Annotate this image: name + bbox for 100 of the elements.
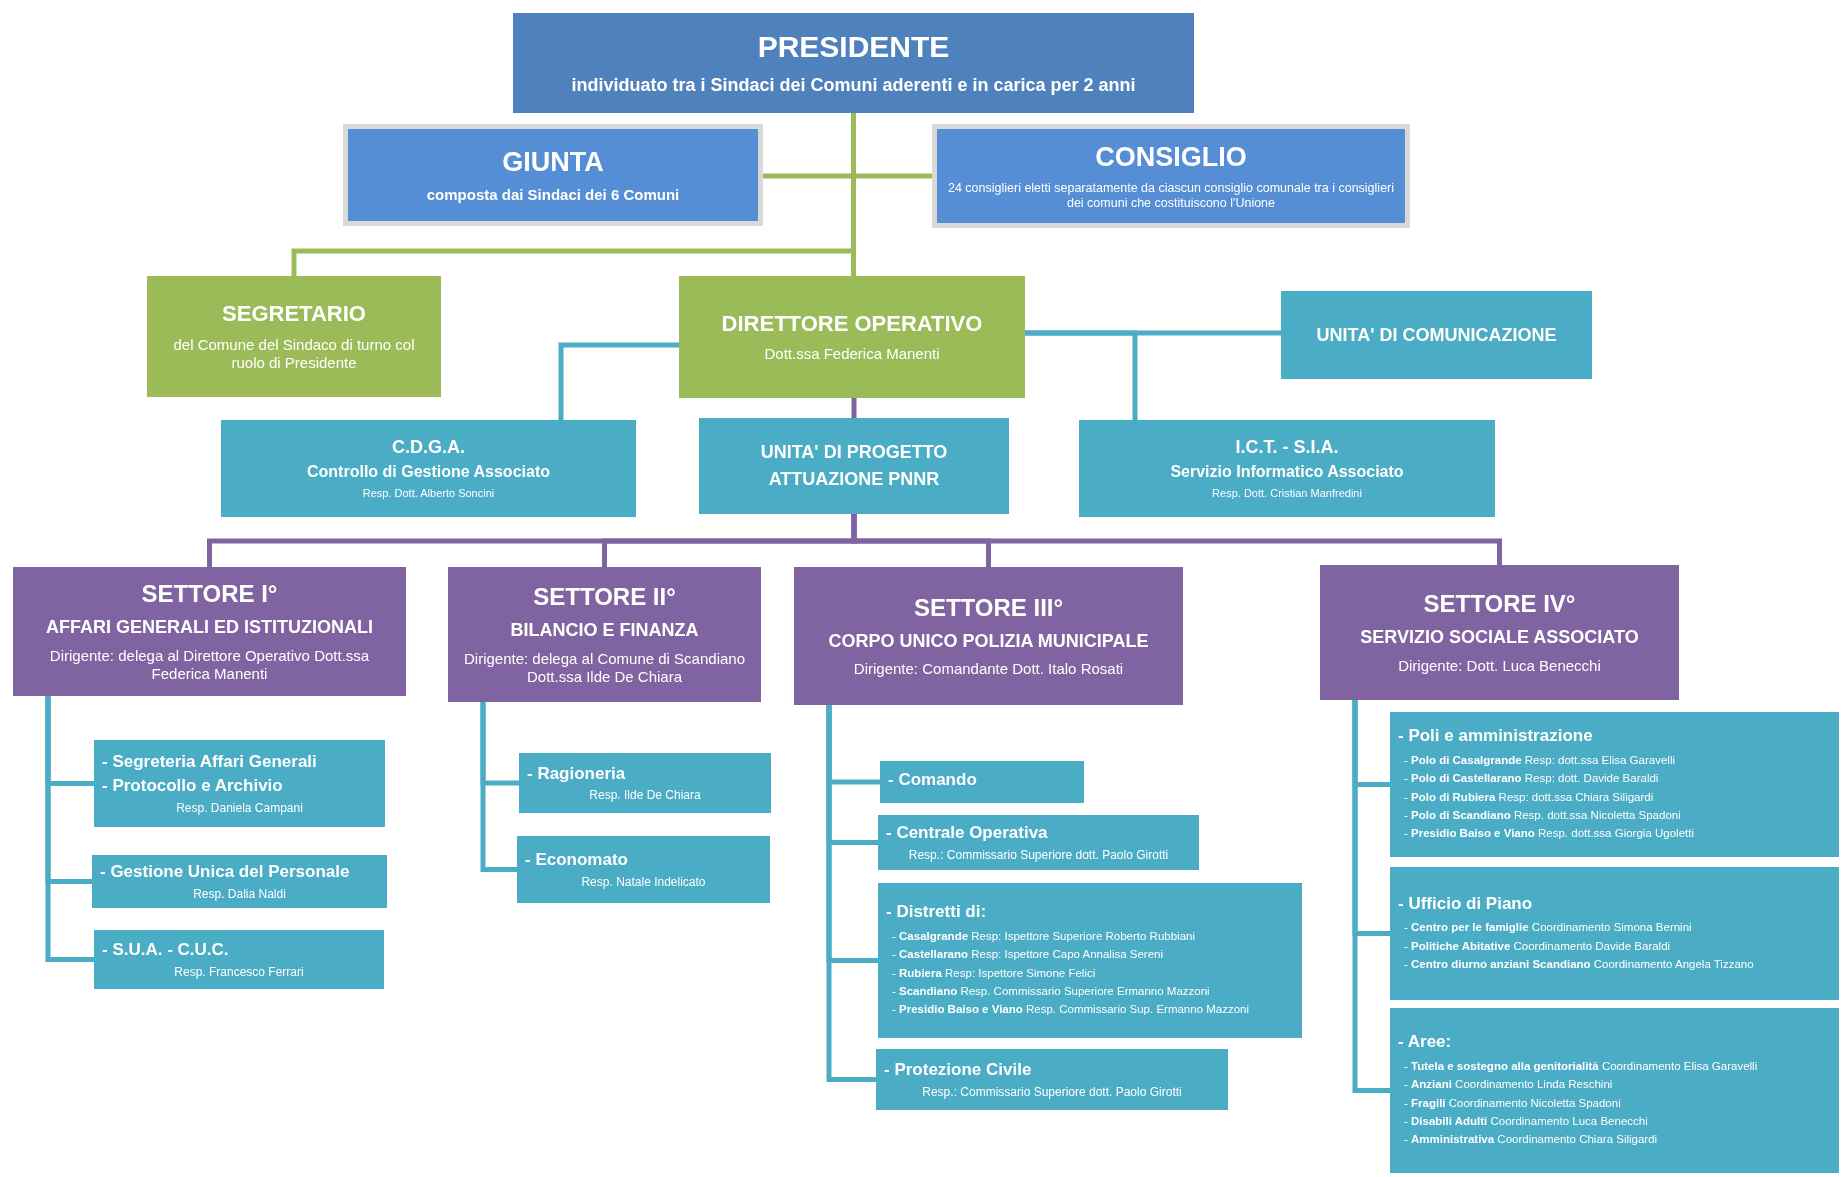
box-title: SETTORE I° — [140, 580, 279, 610]
responsible-text: Resp.: Commissario Superiore dott. Paolo Girotti — [921, 1084, 1183, 1099]
list-heading: - Centrale Operativa — [886, 823, 1049, 844]
box-text: individuato tra i Sindaci dei Comuni aderenti e in carica per 2 anni — [570, 75, 1137, 97]
connector-line — [1352, 700, 1390, 1093]
responsible-text: Resp. Francesco Ferrari — [173, 964, 305, 979]
list-item: - Centro per le famiglie Coordinamento Simona Bernini — [1403, 920, 1693, 936]
org-box — [448, 567, 761, 702]
list-heading: - Protocollo e Archivio — [102, 776, 284, 797]
org-box — [932, 124, 1410, 228]
org-box — [1390, 1008, 1839, 1173]
connector-line — [826, 705, 876, 1082]
box-title: SEGRETARIO — [221, 301, 367, 328]
org-box — [880, 761, 1084, 803]
list-item: - Fragili Coordinamento Nicoletta Spadoni — [1403, 1095, 1622, 1111]
org-box — [1390, 712, 1839, 857]
list-item: - Castellarano Resp: Ispettore Capo Annalisa Sereni — [891, 947, 1165, 963]
list-heading: - Comando — [888, 769, 978, 791]
box-text: Dirigente: Comandante Dott. Italo Rosati — [852, 660, 1125, 679]
list-item: - Polo di Scandiano Resp. dott.ssa Nicoletta Spadoni — [1403, 807, 1682, 823]
org-box — [1079, 420, 1495, 517]
responsible-text: Resp. Daniela Campani — [175, 800, 304, 816]
box-title: I.C.T. - S.I.A. — [1234, 436, 1340, 459]
box-title: GIUNTA — [501, 145, 605, 179]
list-item: - Casalgrande Resp: Ispettore Superiore Roberto Rubbiani — [891, 928, 1196, 944]
connector-line — [851, 398, 857, 418]
connector-line — [45, 696, 94, 962]
responsible-text: Resp. Natale Indelicato — [580, 874, 707, 889]
box-text: Controllo di Gestione Associato — [306, 462, 551, 482]
box-text: Dirigente: delega al Comune di Scandiano Dott.ssa Ilde De Chiara — [463, 649, 746, 686]
box-text: CORPO UNICO POLIZIA MUNICIPALE — [827, 630, 1150, 653]
list-item: - Polo di Casalgrande Resp: dott.ssa Elisa Garavelli — [1403, 752, 1676, 768]
list-heading: - Aree: — [1398, 1032, 1453, 1053]
box-text: 24 consiglieri eletti separatamente da ciascun consiglio comunale tra i consiglieri dei comuni che costituiscono l'Unione — [946, 181, 1396, 212]
box-text: Servizio Informatico Associato — [1169, 462, 1405, 482]
org-box — [517, 836, 770, 903]
connector-line — [1025, 330, 1138, 420]
list-item: - Anziani Coordinamento Linda Reschini — [1403, 1077, 1614, 1093]
box-text: Resp. Dott. Alberto Soncini — [361, 487, 496, 501]
org-box — [13, 567, 406, 696]
responsible-text: Resp. Dalia Naldi — [192, 886, 287, 901]
org-box — [699, 418, 1009, 514]
list-heading: - Gestione Unica del Personale — [100, 862, 351, 883]
org-box — [147, 276, 441, 397]
list-item: - Amministrativa Coordinamento Chiara Siligardi — [1403, 1132, 1659, 1148]
list-heading: - S.U.A. - C.U.C. — [102, 940, 230, 961]
org-box — [1390, 867, 1839, 1000]
list-item: - Polo di Castellarano Resp: dott. Davide Baraldi — [1403, 771, 1660, 787]
list-heading: - Protezione Civile — [884, 1060, 1033, 1081]
org-box — [1281, 291, 1592, 379]
box-title: DIRETTORE OPERATIVO — [720, 310, 984, 338]
box-text: Dott.ssa Federica Manenti — [763, 345, 941, 364]
box-text: Resp. Dott. Cristian Manfredini — [1211, 487, 1363, 501]
org-box — [1320, 565, 1679, 700]
box-text: BILANCIO E FINANZA — [509, 620, 700, 642]
box-title: SETTORE III° — [912, 593, 1065, 623]
box-title: CONSIGLIO — [1094, 140, 1248, 174]
box-text: del Comune del Sindaco di turno col ruolo di Presidente — [172, 335, 416, 372]
box-title: PRESIDENTE — [756, 29, 951, 66]
org-box — [513, 13, 1194, 113]
org-box — [876, 1049, 1228, 1110]
org-box — [878, 883, 1302, 1038]
list-item: - Politiche Abitative Coordinamento Davide Baraldi — [1403, 938, 1672, 954]
org-box — [679, 276, 1025, 398]
box-text: AFFARI GENERALI ED ISTITUZIONALI — [45, 617, 374, 639]
box-title: SETTORE II° — [532, 583, 677, 613]
connector-line — [558, 342, 679, 420]
org-box — [343, 124, 763, 226]
list-heading: - Ragioneria — [527, 763, 627, 784]
box-text: SERVIZIO SOCIALE ASSOCIATO — [1359, 627, 1640, 649]
org-box — [878, 815, 1199, 870]
box-text: Dirigente: Dott. Luca Benecchi — [1397, 656, 1602, 675]
org-box — [94, 930, 384, 989]
list-heading: - Poli e amministrazione — [1398, 726, 1594, 747]
responsible-text: Resp.: Commissario Superiore dott. Paolo Girotti — [907, 847, 1170, 862]
connector-line — [480, 702, 517, 872]
connector-line — [851, 514, 1502, 565]
box-title: C.D.G.A. — [391, 436, 466, 459]
box-text: composta dai Sindaci dei 6 Comuni — [425, 186, 681, 205]
org-box — [92, 855, 387, 908]
org-box — [794, 567, 1183, 705]
list-item: - Disabili Adulti Coordinamento Luca Benecchi — [1403, 1113, 1649, 1129]
list-item: - Presidio Baiso e Viano Resp. dott.ssa Giorgia Ugoletti — [1403, 826, 1695, 842]
box-title: SETTORE IV° — [1422, 590, 1577, 620]
list-item: - Scandiano Resp. Commissario Superiore Ermanno Mazzoni — [891, 983, 1211, 999]
list-item: - Tutela e sostegno alla genitorialità Coordinamento Elisa Garavelli — [1403, 1058, 1759, 1074]
box-title: UNITA' DI PROGETTO ATTUAZIONE PNNR — [759, 441, 949, 491]
list-item: - Rubiera Resp: Ispettore Simone Felici — [891, 965, 1097, 981]
list-item: - Centro diurno anziani Scandiano Coordinamento Angela Tizzano — [1403, 956, 1755, 972]
org-box — [221, 420, 636, 517]
list-item: - Presidio Baiso e Viano Resp. Commissario Sup. Ermanno Mazzoni — [891, 1002, 1251, 1018]
list-heading: - Economato — [525, 850, 629, 871]
box-text: Dirigente: delega al Direttore Operativo Dott.ssa Federica Manenti — [48, 646, 371, 683]
list-heading: - Segreteria Affari Generali — [102, 751, 318, 773]
box-title: UNITA' DI COMUNICAZIONE — [1315, 323, 1558, 347]
list-heading: - Ufficio di Piano — [1398, 893, 1534, 915]
list-heading: - Distretti di: — [886, 902, 988, 923]
org-box — [519, 753, 771, 813]
org-box — [94, 740, 385, 827]
responsible-text: Resp. Ilde De Chiara — [588, 788, 702, 803]
